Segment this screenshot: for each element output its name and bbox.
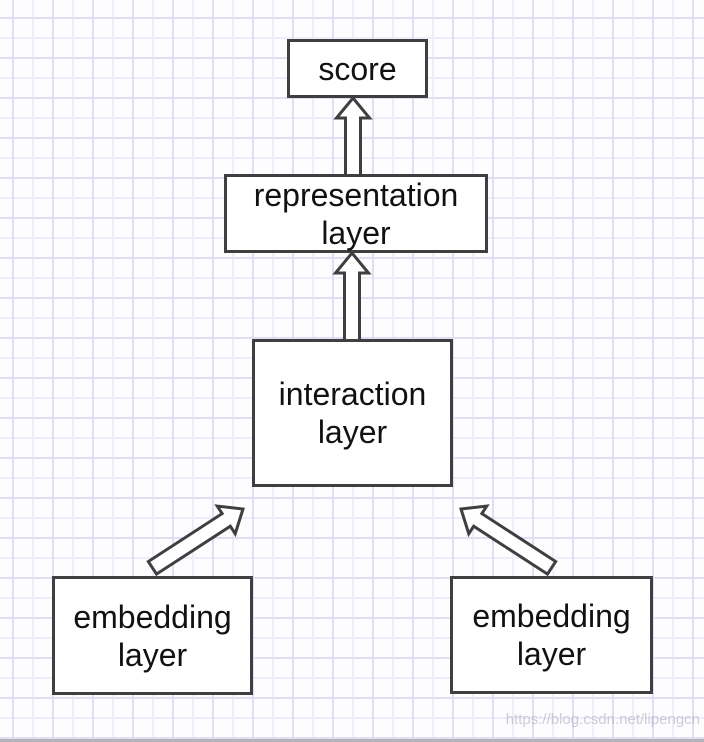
node-representation-layer: representation layer [224, 174, 488, 253]
watermark: https://blog.csdn.net/lipengcn [505, 711, 700, 728]
node-score: score [287, 39, 428, 98]
node-embedding-layer-right: embedding layer [450, 576, 653, 694]
arrow-representation-to-score [333, 95, 373, 178]
node-interaction-layer: interaction layer [252, 339, 453, 487]
node-embedding-layer-left: embedding layer [52, 576, 253, 695]
arrow-embedding-left-to-interaction [146, 504, 245, 577]
arrow-interaction-to-representation [332, 250, 372, 343]
arrow-embedding-right-to-interaction [459, 504, 558, 577]
bottom-edge-bar [0, 739, 704, 742]
